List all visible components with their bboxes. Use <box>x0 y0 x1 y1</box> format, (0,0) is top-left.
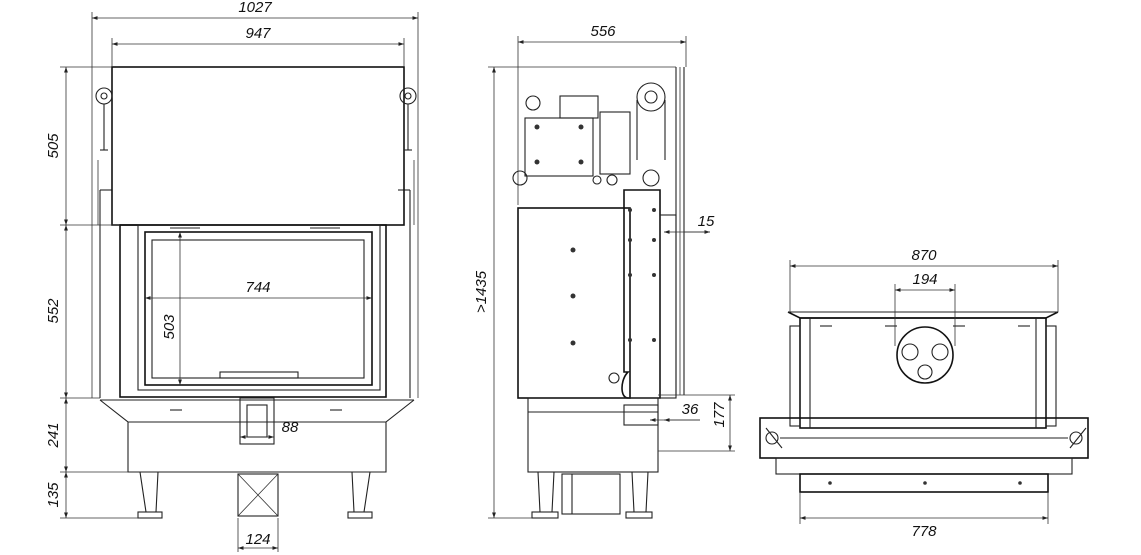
side-base <box>527 397 659 519</box>
door-section <box>119 224 387 398</box>
side-firebox <box>517 189 677 399</box>
top-dimension-labels: 870 194 778 <box>911 247 937 540</box>
dim-flue-diameter: 194 <box>912 271 937 288</box>
side-dimensions <box>488 36 735 519</box>
dim-depth: 556 <box>590 23 616 40</box>
dim-glass-height: 503 <box>161 314 178 340</box>
top-body <box>787 311 1059 429</box>
top-view: 870 194 778 <box>759 247 1089 540</box>
side-view: 556 >1435 15 36 177 <box>473 23 735 519</box>
dim-door-section-height: 552 <box>45 298 62 324</box>
front-dimensions <box>60 12 419 552</box>
dim-hood-width: 947 <box>245 25 271 42</box>
dim-glass-width: 744 <box>245 279 270 296</box>
dim-leg-height: 135 <box>45 482 62 508</box>
dim-base-height: 241 <box>45 422 62 448</box>
front-legs <box>137 471 373 519</box>
top-front-door <box>759 417 1089 493</box>
dim-top-width: 870 <box>911 247 937 264</box>
dim-hood-height: 505 <box>45 133 62 159</box>
dim-rail-gap: 15 <box>698 213 715 230</box>
hood <box>111 66 405 226</box>
front-dimension-labels: 1027 947 505 552 241 135 744 503 88 124 <box>45 0 299 548</box>
dim-spigot-width: 124 <box>245 531 270 548</box>
left-counterweight-mechanism <box>95 87 113 225</box>
dim-overall-width: 1027 <box>238 0 272 16</box>
dim-front-width: 778 <box>911 523 937 540</box>
front-view: 1027 947 505 552 241 135 744 503 88 124 <box>45 0 419 552</box>
side-dimension-labels: 556 >1435 15 36 177 <box>473 23 728 428</box>
side-upper-assembly <box>512 67 685 395</box>
top-dimensions <box>789 260 1059 524</box>
bottom-spigot <box>237 473 279 517</box>
base-section <box>99 397 415 473</box>
right-counterweight-mechanism <box>399 87 417 225</box>
dim-rear-offset: 36 <box>682 401 699 418</box>
dim-rear-height: 177 <box>711 402 728 428</box>
dim-flue-offset: 88 <box>282 419 299 436</box>
dim-total-height: >1435 <box>473 270 490 313</box>
